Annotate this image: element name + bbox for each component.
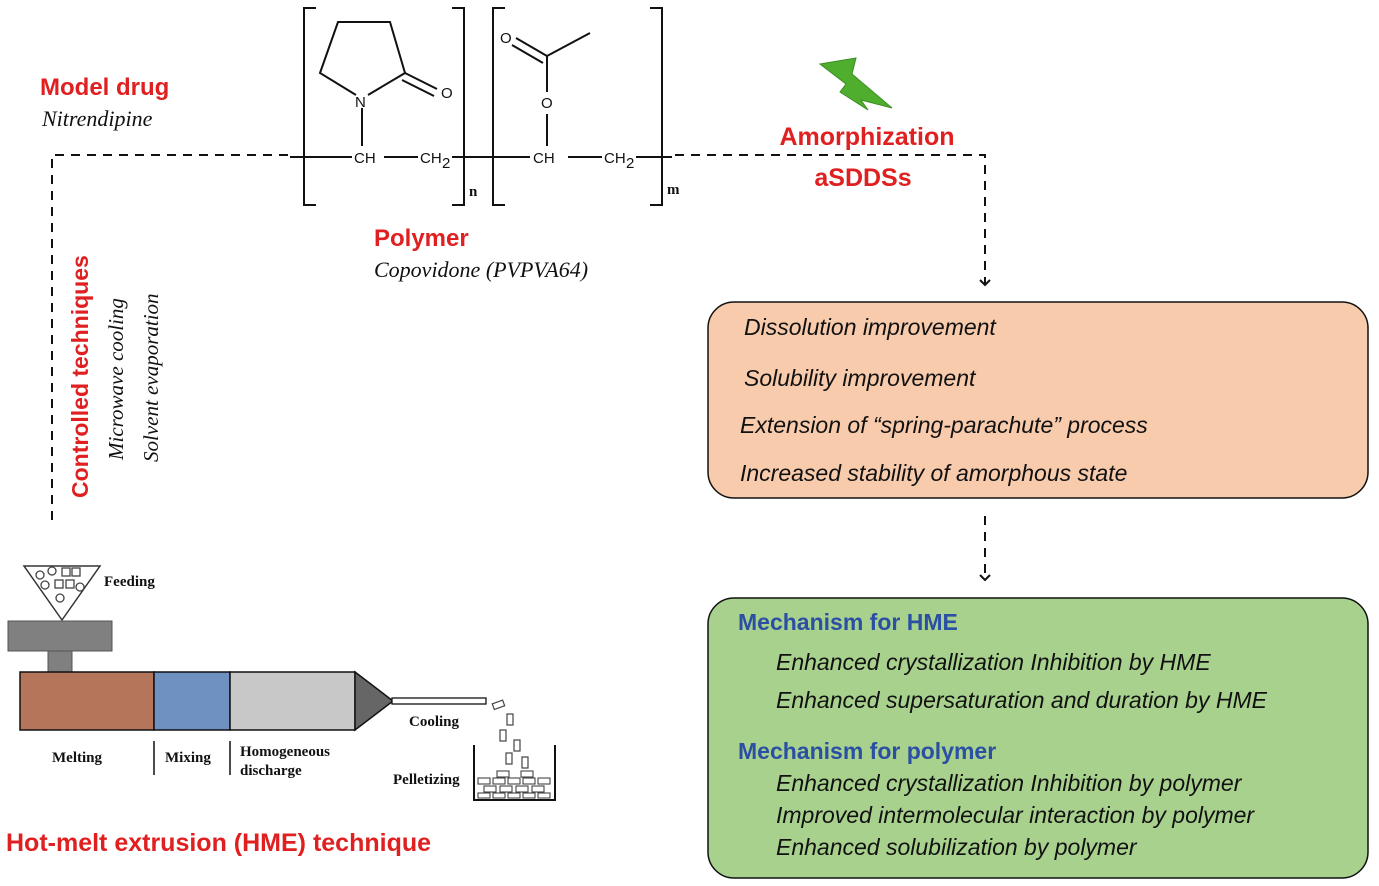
atom-o-ester: O bbox=[541, 95, 553, 112]
hme-technique-title: Hot-melt extrusion (HME) technique bbox=[6, 829, 431, 857]
subscript-m: m bbox=[667, 182, 680, 198]
pellet-container bbox=[473, 745, 556, 801]
pyrrolidone-ring bbox=[318, 21, 407, 96]
mixing-zone bbox=[153, 671, 231, 731]
discharge-label: discharge bbox=[240, 763, 302, 779]
mechanism-polymer-item-3: Enhanced solubilization by polymer bbox=[776, 834, 1138, 860]
bracket-n-right bbox=[452, 7, 465, 206]
benefit-item-2: Solubility improvement bbox=[744, 365, 977, 391]
mechanism-polymer-title: Mechanism for polymer bbox=[738, 738, 996, 764]
collected-pellets bbox=[477, 770, 551, 799]
mechanism-polymer-item-1: Enhanced crystallization Inhibition by p… bbox=[776, 770, 1243, 796]
feed-particles bbox=[35, 566, 85, 603]
controlled-title: Controlled techniques bbox=[67, 255, 93, 498]
homogeneous-label: Homogeneous bbox=[240, 744, 330, 760]
pelletizing-label: Pelletizing bbox=[393, 772, 460, 788]
feeding-label: Feeding bbox=[104, 574, 155, 590]
model-drug-name: Nitrendipine bbox=[41, 106, 153, 131]
carbonyl-double-bond-b bbox=[401, 79, 435, 97]
mixing-label: Mixing bbox=[165, 750, 211, 766]
lightning-icon bbox=[818, 57, 893, 111]
ch2-sub-1: 2 bbox=[442, 155, 450, 172]
controlled-line2: Solvent evaporation bbox=[139, 293, 163, 462]
mechanism-hme-item-2: Enhanced supersaturation and duration by… bbox=[776, 687, 1268, 713]
model-drug-title: Model drug bbox=[40, 74, 169, 101]
atom-o-ring: O bbox=[441, 85, 453, 102]
mechanism-box bbox=[707, 597, 1369, 879]
atom-n: N bbox=[355, 94, 366, 111]
benefit-item-1: Dissolution improvement bbox=[744, 314, 997, 340]
feed-throat bbox=[47, 650, 73, 673]
extruder-schematic: Feeding Cooling bbox=[7, 565, 556, 801]
carbonyl-double-bond-a bbox=[404, 72, 438, 90]
ch-label-2: CH bbox=[533, 150, 555, 167]
ch2-sub-2: 2 bbox=[626, 155, 634, 172]
discharge-zone bbox=[229, 671, 356, 731]
benefit-item-4: Increased stability of amorphous state bbox=[740, 460, 1127, 486]
copovidone-structure bbox=[290, 7, 672, 206]
feed-block bbox=[7, 620, 113, 652]
melting-zone bbox=[19, 671, 155, 731]
dashed-connector-right bbox=[675, 154, 991, 287]
falling-pellets bbox=[491, 699, 529, 769]
extrudate-strand bbox=[391, 697, 487, 705]
bracket-m-left bbox=[492, 7, 505, 206]
polymer-name: Copovidone (PVPVA64) bbox=[374, 257, 588, 282]
controlled-techniques: Controlled techniques Microwave cooling … bbox=[67, 255, 163, 498]
amorphization-title: Amorphization bbox=[780, 123, 955, 151]
ch-label-1: CH bbox=[354, 150, 376, 167]
acetyl-methyl-bond bbox=[546, 32, 591, 57]
mechanism-hme-title: Mechanism for HME bbox=[738, 609, 958, 635]
amorphization-subtitle: aSDDSs bbox=[814, 164, 911, 192]
hopper-icon bbox=[22, 565, 102, 622]
polymer-title: Polymer bbox=[374, 225, 469, 252]
benefit-item-3: Extension of “spring-parachute” process bbox=[740, 412, 1148, 438]
atom-o-carbonyl: O bbox=[500, 30, 512, 47]
melting-label: Melting bbox=[52, 750, 102, 766]
controlled-line1: Microwave cooling bbox=[104, 298, 128, 461]
ester-double-bond-b bbox=[511, 44, 544, 64]
ch2-label-1: CH bbox=[420, 150, 442, 167]
subscript-n: n bbox=[469, 184, 478, 200]
ester-double-bond-a bbox=[515, 37, 548, 57]
mechanism-hme-item-1: Enhanced crystallization Inhibition by H… bbox=[776, 649, 1211, 675]
bracket-n-left bbox=[303, 7, 316, 206]
die-nozzle bbox=[354, 670, 395, 732]
benefits-box bbox=[707, 301, 1369, 499]
mechanism-polymer-item-2: Improved intermolecular interaction by p… bbox=[776, 802, 1255, 828]
bracket-m-right bbox=[650, 7, 663, 206]
ch2-label-2: CH bbox=[604, 150, 626, 167]
cooling-label: Cooling bbox=[409, 714, 460, 730]
